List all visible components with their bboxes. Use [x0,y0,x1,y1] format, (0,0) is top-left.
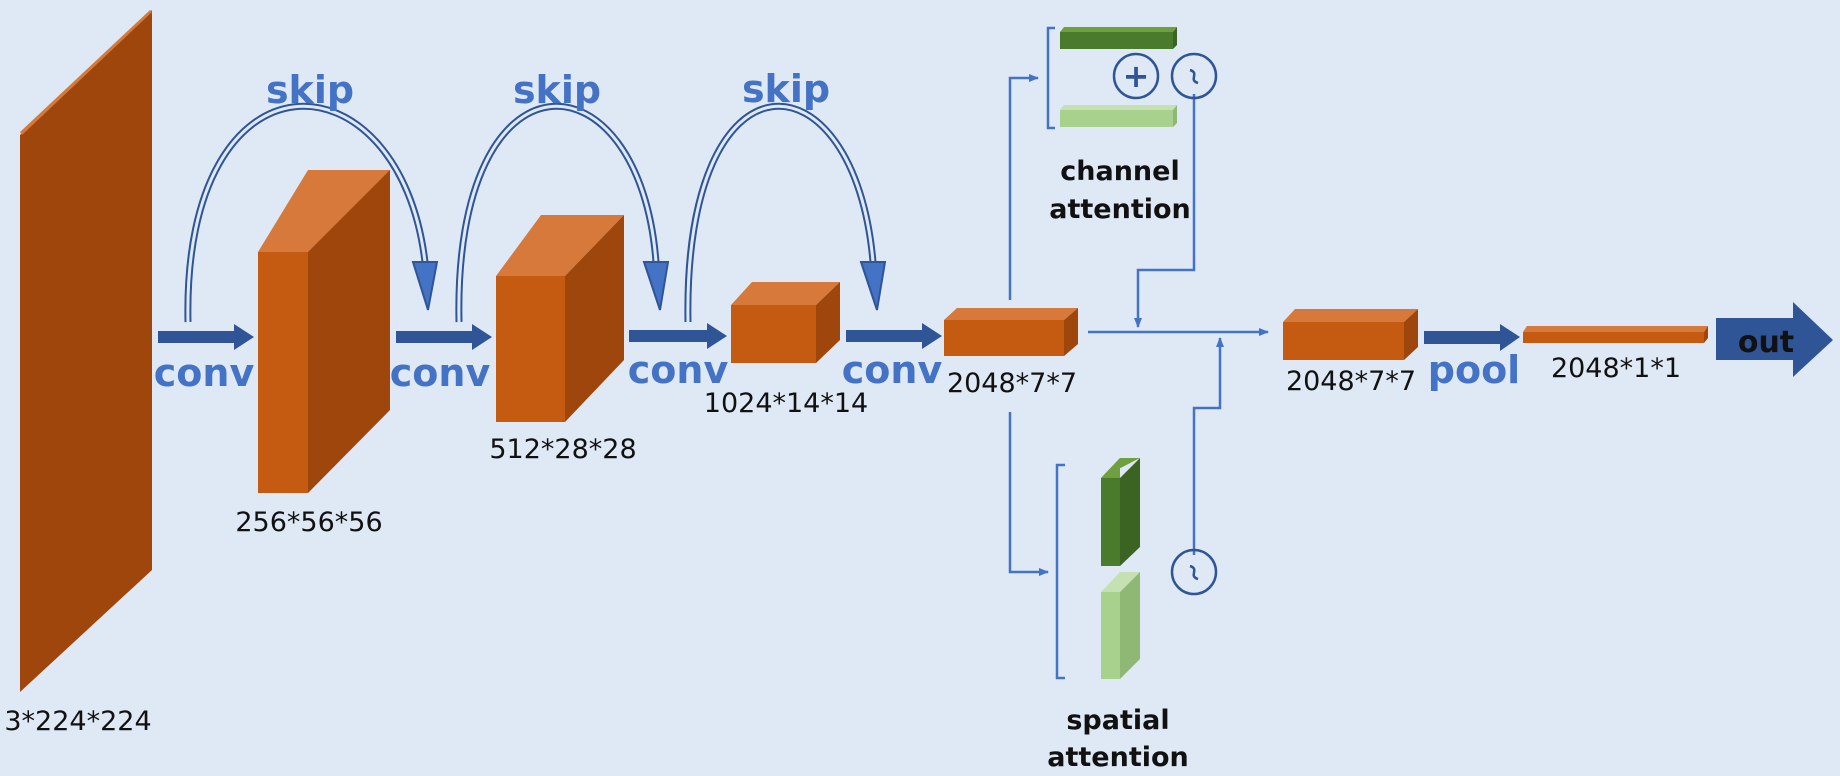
channel-attention-label-line2: attention [1049,194,1191,225]
skip-label-3: skip [742,67,830,111]
channel-attention-label-line1: channel [1060,156,1179,187]
conv-label-1: conv [154,351,255,395]
channel-attention-bracket [1046,26,1055,130]
conv-arrow-1 [158,324,254,350]
sigmoid-icon-channel [1170,52,1218,100]
pool-arrow [1424,324,1520,351]
input-block [20,10,152,692]
stage4-block [944,308,1078,356]
skip-label-2: skip [513,68,601,112]
spatial-attention-bracket [1055,463,1065,680]
stage2-dim-label: 512*28*28 [489,434,636,465]
skip-arc-1 [184,102,439,323]
conv-label-3: conv [628,348,729,392]
conv-label-4: conv [842,348,943,392]
svg-text:+: + [1123,57,1150,95]
conv-arrow-3 [629,323,727,349]
stage1-block [258,170,390,493]
pooled-block [1523,326,1708,343]
conv-arrow-2 [396,324,492,350]
stage3-block [731,282,840,363]
input-dim-label: 3*224*224 [4,706,151,737]
conv-arrow-4 [846,323,942,349]
plus-icon: + [1112,52,1160,100]
skip-arc-3 [684,102,887,323]
channel-attention-bar-dark [1060,27,1177,49]
spatial-attention-label-line1: spatial [1066,705,1169,736]
channel-attention-bar-light [1060,105,1177,127]
skip-arc-2 [455,102,670,323]
skip-label-1: skip [266,68,354,112]
conv-label-2: conv [390,351,491,395]
attended-block [1283,309,1418,360]
spatial-attention-bar-light [1101,572,1140,679]
sigmoid-icon-spatial [1170,548,1218,596]
stage3-dim-label: 1024*14*14 [704,388,868,419]
pool-label: pool [1428,348,1520,392]
out-label: out [1738,325,1794,360]
stage1-dim-label: 256*56*56 [235,507,382,538]
out-arrow [1716,302,1833,377]
stage2-block [496,215,624,422]
spatial-attention-bar-dark [1101,458,1140,566]
stage4-dim-label: 2048*7*7 [947,368,1077,399]
spatial-attention-label-line2: attention [1047,742,1189,773]
attention-connectors [1008,74,1269,576]
pooled-dim-label: 2048*1*1 [1551,353,1681,384]
attended-dim-label: 2048*7*7 [1286,366,1416,397]
